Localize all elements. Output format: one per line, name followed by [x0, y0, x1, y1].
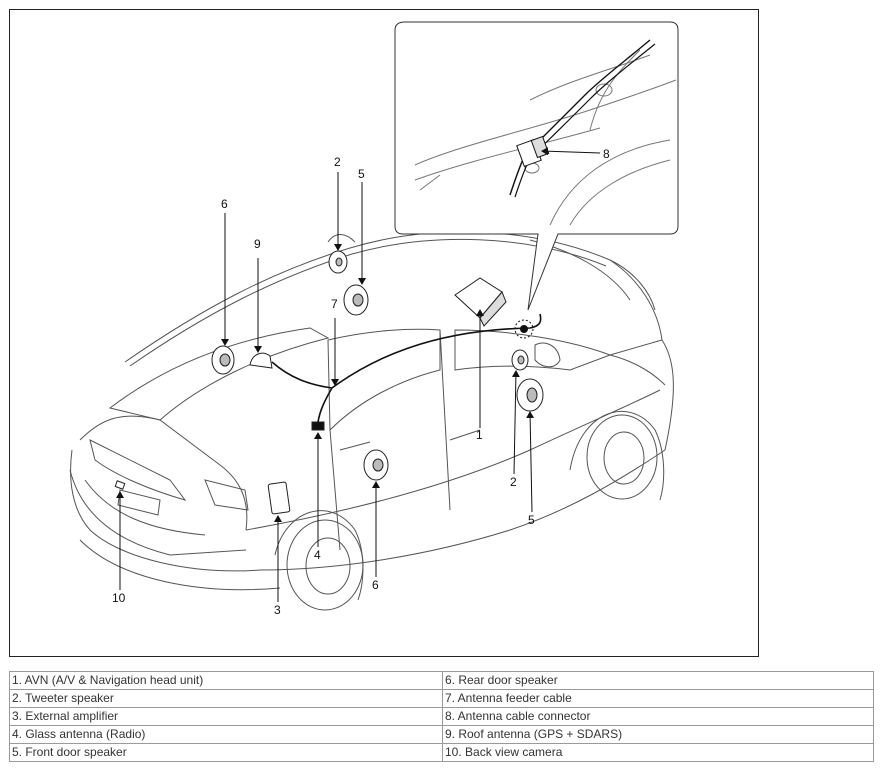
callout-5-top: 5 — [358, 167, 365, 181]
callout-6-side: 6 — [372, 578, 379, 592]
roof-antenna-shape — [249, 352, 273, 369]
connector-location-dot — [520, 325, 528, 333]
leader-lines — [116, 147, 601, 602]
legend-row: 1. AVN (A/V & Navigation head unit) 6. R… — [9, 671, 874, 690]
legend-item-2: 2. Tweeter speaker — [9, 689, 443, 708]
legend-item-9: 9. Roof antenna (GPS + SDARS) — [442, 725, 874, 744]
legend-item-5: 5. Front door speaker — [9, 743, 443, 762]
external-amplifier-shape — [267, 481, 291, 515]
callout-2-side: 2 — [510, 475, 517, 489]
legend-row: 4. Glass antenna (Radio) 9. Roof antenna… — [9, 725, 874, 744]
legend-item-7: 7. Antenna feeder cable — [442, 689, 874, 708]
legend-item-3: 3. External amplifier — [9, 707, 443, 726]
legend-table: 1. AVN (A/V & Navigation head unit) 6. R… — [9, 671, 874, 762]
callout-1: 1 — [476, 428, 483, 442]
callout-3: 3 — [274, 603, 281, 617]
callout-8: 8 — [603, 147, 610, 161]
callout-labels: 1 2 2 3 4 5 5 6 6 7 8 9 10 — [112, 147, 610, 617]
back-view-camera-shape — [114, 480, 126, 490]
callout-4: 4 — [314, 548, 321, 562]
callout-6-top: 6 — [221, 197, 228, 211]
legend-item-4: 4. Glass antenna (Radio) — [9, 725, 443, 744]
legend-item-8: 8. Antenna cable connector — [442, 707, 874, 726]
legend-item-10: 10. Back view camera — [442, 743, 874, 762]
legend-item-1: 1. AVN (A/V & Navigation head unit) — [9, 671, 443, 690]
antenna-feeder-cable — [271, 313, 542, 423]
callout-9: 9 — [254, 237, 261, 251]
component-location-diagram: 1 2 2 3 4 5 5 6 6 7 8 9 10 — [9, 9, 759, 657]
legend-item-6: 6. Rear door speaker — [442, 671, 874, 690]
legend-row: 3. External amplifier 8. Antenna cable c… — [9, 707, 874, 726]
car-illustration: 1 2 2 3 4 5 5 6 6 7 8 9 10 — [69, 21, 679, 617]
glass-antenna-shape — [311, 421, 325, 431]
component-shapes — [114, 250, 544, 515]
legend-row: 2. Tweeter speaker 7. Antenna feeder cab… — [9, 689, 874, 708]
callout-5-side: 5 — [528, 513, 535, 527]
detail-inset — [394, 21, 679, 311]
car-body — [69, 231, 674, 611]
legend-row: 5. Front door speaker 10. Back view came… — [9, 743, 874, 762]
callout-7: 7 — [331, 297, 338, 311]
callout-2-top: 2 — [334, 155, 341, 169]
callout-10: 10 — [112, 591, 126, 605]
